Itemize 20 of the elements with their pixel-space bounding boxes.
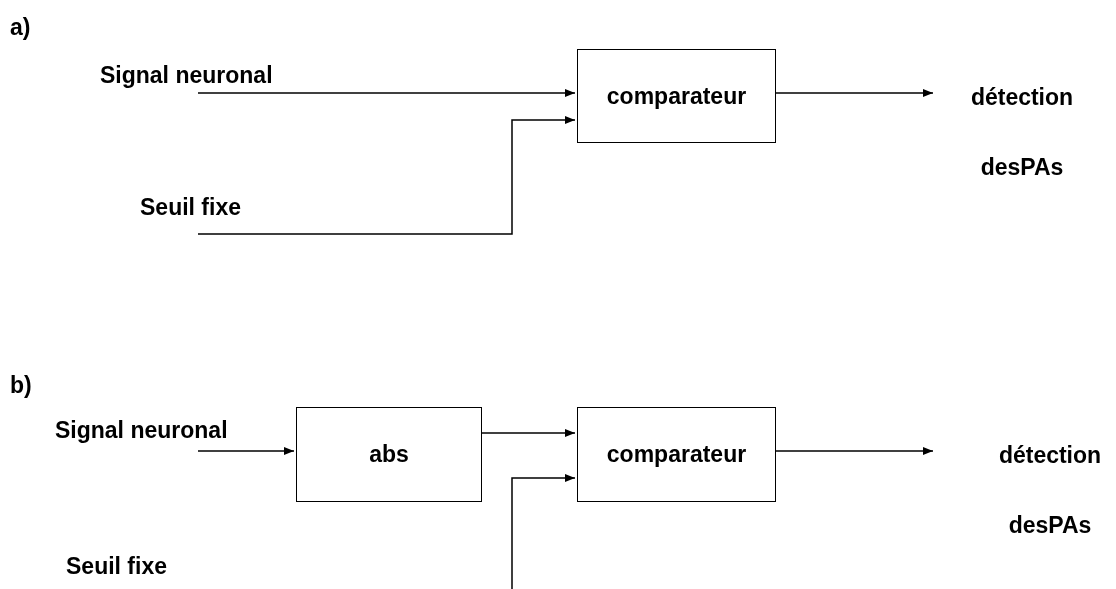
process-box: abs [296, 407, 482, 502]
process-box: comparateur [577, 407, 776, 502]
arrow [775, 89, 934, 97]
input-label: Signal neuronal [100, 58, 320, 88]
arrow [481, 429, 576, 437]
input-label: Seuil fixe [140, 190, 270, 220]
output-label: détection [970, 83, 1074, 112]
process-box: comparateur [577, 49, 776, 143]
text-label: b) [10, 371, 32, 400]
text-label: a) [10, 13, 31, 42]
arrow [511, 474, 576, 589]
arrow [197, 116, 576, 235]
output-label: desPAs [1008, 510, 1092, 540]
arrow [197, 447, 295, 455]
text-label: Seuil fixe [66, 552, 167, 581]
input-label: Signal neuronal [55, 413, 275, 443]
arrow [775, 447, 934, 455]
output-label: détection [998, 441, 1102, 470]
output-label: desPAs [980, 152, 1064, 182]
arrow [197, 89, 576, 97]
